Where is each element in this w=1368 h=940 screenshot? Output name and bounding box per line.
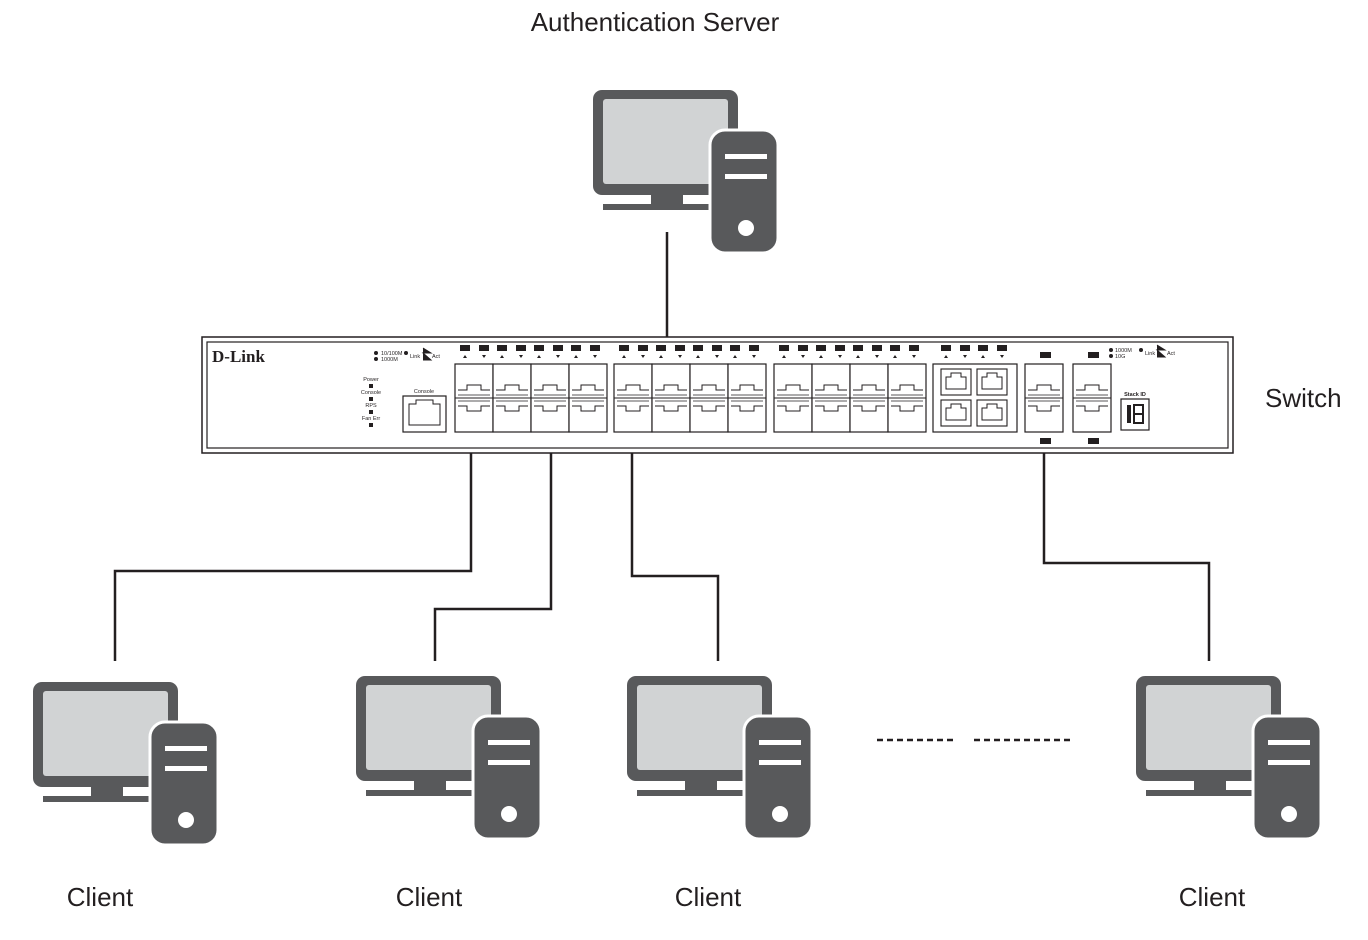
client-1: Client — [31, 680, 220, 912]
port-group-1-8 — [454, 363, 608, 433]
svg-text:10G: 10G — [1115, 354, 1125, 360]
svg-text:Console: Console — [414, 389, 434, 395]
client-label: Client — [675, 882, 742, 912]
svg-text:Link: Link — [410, 354, 420, 360]
computer-tower-icon — [354, 674, 543, 841]
computer-tower-icon — [1134, 674, 1323, 841]
computer-tower-icon — [591, 88, 780, 255]
svg-text:Stack ID: Stack ID — [1124, 392, 1146, 398]
computer-tower-icon — [31, 680, 220, 847]
authentication-server: Authentication Server — [531, 7, 780, 255]
client-label: Client — [1179, 882, 1246, 912]
dlink-logo: D-Link — [212, 347, 265, 366]
link-client-2 — [433, 410, 553, 661]
client-2: Client — [354, 674, 543, 912]
svg-text:Act: Act — [432, 354, 440, 360]
connection-lines — [113, 232, 1211, 661]
client-4: Client — [1134, 674, 1323, 912]
stack-id: Stack ID — [1120, 392, 1150, 431]
port-group-9-16 — [613, 363, 767, 433]
client-3: Client — [625, 674, 814, 912]
link-client-1 — [113, 410, 473, 661]
switch-device: D-Link 10/100M 1000M Link Act Power Cons… — [201, 336, 1342, 454]
link-client-3 — [630, 420, 720, 661]
uplink-ports — [1024, 352, 1112, 444]
svg-text:Act: Act — [1167, 351, 1175, 357]
svg-text:Fan Err: Fan Err — [362, 416, 381, 422]
svg-text:RPS: RPS — [365, 403, 377, 409]
port-number-tags — [460, 345, 1007, 358]
link-client-4 — [1042, 404, 1211, 661]
svg-text:10/100M: 10/100M — [381, 351, 403, 357]
status-leds: Power Console RPS Fan Err — [361, 377, 381, 427]
led-legend-right: 1000M 10G Link Act — [1109, 344, 1175, 360]
svg-text:Console: Console — [361, 390, 381, 396]
led-legend-left: 10/100M 1000M Link Act — [374, 347, 440, 363]
client-label: Client — [396, 882, 463, 912]
client-label: Client — [67, 882, 134, 912]
combo-rj45-ports — [932, 363, 1018, 433]
computer-tower-icon — [625, 674, 814, 841]
port-group-17-24 — [773, 363, 927, 433]
console-port: Console — [402, 389, 447, 433]
server-label: Authentication Server — [531, 7, 780, 37]
switch-label: Switch — [1265, 383, 1342, 413]
svg-text:Power: Power — [363, 377, 379, 383]
svg-text:1000M: 1000M — [1115, 348, 1132, 354]
svg-text:1000M: 1000M — [381, 357, 398, 363]
svg-text:Link: Link — [1145, 351, 1155, 357]
